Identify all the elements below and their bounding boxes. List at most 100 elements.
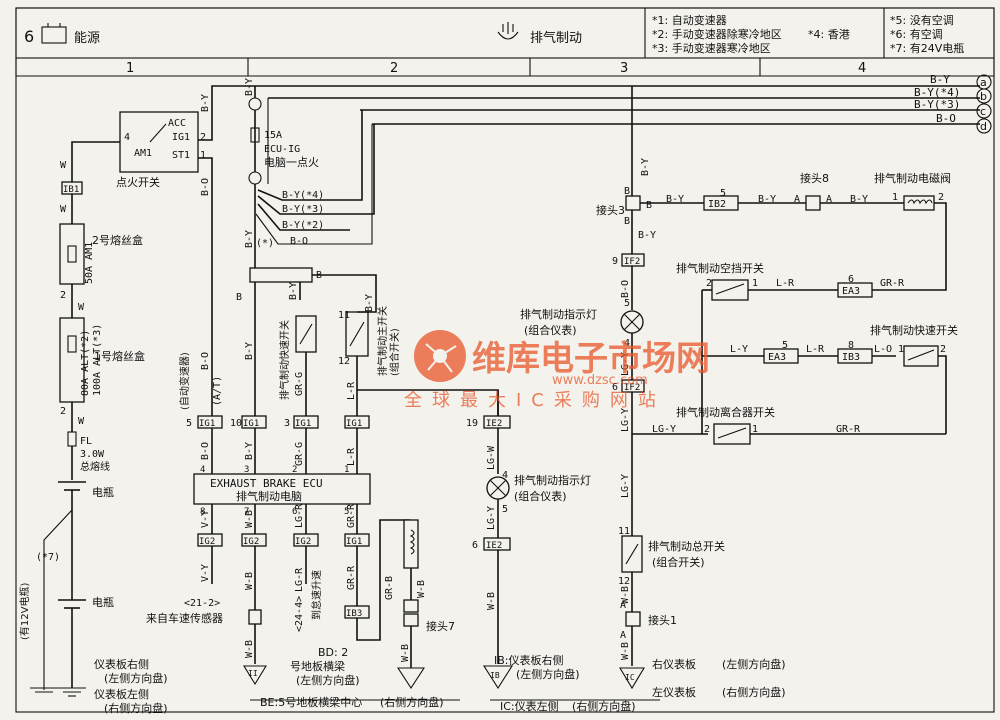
note-4: *4: 香港 xyxy=(808,28,850,41)
svg-text:A: A xyxy=(620,630,626,641)
column-4: 4 xyxy=(858,61,866,76)
svg-text:5: 5 xyxy=(720,188,726,199)
svg-text:IE2: IE2 xyxy=(486,419,502,429)
svg-text:(组合开关): (组合开关) xyxy=(388,328,401,376)
svg-text:1: 1 xyxy=(752,424,758,435)
svg-text:B-Y(*3): B-Y(*3) xyxy=(282,204,324,215)
brake-icon xyxy=(497,22,519,40)
svg-text:排气制动快速开关: 排气制动快速开关 xyxy=(278,320,291,400)
svg-text:11: 11 xyxy=(618,526,630,537)
svg-text:IG1: IG1 xyxy=(346,537,362,547)
svg-text:1: 1 xyxy=(344,465,349,475)
svg-text:B-Y: B-Y xyxy=(638,230,656,241)
indicator-branch: IE2 19 LG-W 4 排气制动指示灯 (组合仪表) LG-Y 5 IE2 … xyxy=(466,390,636,713)
svg-text:电瓶: 电瓶 xyxy=(92,595,114,609)
svg-text:W-B: W-B xyxy=(620,642,631,660)
svg-text:接头3: 接头3 xyxy=(596,204,625,217)
svg-text:6: 6 xyxy=(612,382,618,393)
power-supply: ACC IG1 AM1 ST1 点火开关 4 2 1 W IB1 W 2号熔丝盒… xyxy=(18,111,206,697)
note-1: *1: 自动变速器 xyxy=(652,13,727,27)
svg-text:8: 8 xyxy=(200,507,205,517)
svg-text:4: 4 xyxy=(502,470,508,481)
svg-text:IG2: IG2 xyxy=(199,537,215,547)
svg-text:(组合仪表): (组合仪表) xyxy=(514,489,567,503)
svg-text:LG-Y: LG-Y xyxy=(486,506,497,530)
svg-text:2: 2 xyxy=(706,278,712,289)
ecu-block: (自动变速器) (A/T) B-O IG1 5 B-O B-Y IG1 10 B… xyxy=(146,282,499,690)
svg-text:(右侧方向盘): (右侧方向盘) xyxy=(722,685,786,699)
note-5: *5: 没有空调 xyxy=(890,13,954,27)
svg-text:LG-R: LG-R xyxy=(294,503,305,528)
svg-text:排气制动快速开关: 排气制动快速开关 xyxy=(870,323,958,337)
svg-text:IB1: IB1 xyxy=(63,185,79,195)
exhaust-brake-ecu xyxy=(193,473,371,505)
watermark: 维库电子市场网 www.dzsc.com 全球最大IC采购网站 xyxy=(404,330,710,411)
svg-text:接头8: 接头8 xyxy=(800,172,829,185)
svg-text:2号熔丝盒: 2号熔丝盒 xyxy=(92,233,143,247)
rail-letter-c: c xyxy=(980,105,986,118)
svg-text:W: W xyxy=(60,160,67,171)
svg-text:LG-Y: LG-Y xyxy=(620,408,631,432)
svg-text:IC: IC xyxy=(625,673,635,682)
note-6: *6: 有空调 xyxy=(890,27,943,41)
ground-labels-left: 仪表板右侧 (左侧方向盘) 仪表板左侧 (右侧方向盘) BD: 2 号地板横梁 … xyxy=(94,646,444,715)
svg-text:8: 8 xyxy=(848,340,854,351)
svg-text:IG1: IG1 xyxy=(243,419,259,429)
svg-text:3: 3 xyxy=(284,418,290,429)
svg-text:BE:5号地板横梁中心: BE:5号地板横梁中心 xyxy=(260,695,362,709)
svg-text:GR-B: GR-B xyxy=(384,576,395,600)
svg-text:IC:仪表左侧: IC:仪表左侧 xyxy=(500,699,559,713)
svg-text:B-O: B-O xyxy=(620,280,631,298)
svg-text:排气制动离合器开关: 排气制动离合器开关 xyxy=(676,405,775,419)
svg-text:B-Y: B-Y xyxy=(244,342,255,360)
svg-text:1: 1 xyxy=(898,344,904,355)
svg-text:<21-2>: <21-2> xyxy=(184,598,220,609)
svg-text:4: 4 xyxy=(200,465,205,475)
svg-text:仪表板左侧: 仪表板左侧 xyxy=(94,687,149,701)
svg-text:1号熔丝盒: 1号熔丝盒 xyxy=(94,349,145,363)
svg-text:B-Y: B-Y xyxy=(758,194,776,205)
section-brake-title: 排气制动 xyxy=(530,30,582,46)
svg-text:IB3: IB3 xyxy=(346,609,362,619)
svg-text:12: 12 xyxy=(338,356,350,367)
svg-text:B-Y: B-Y xyxy=(200,94,211,112)
svg-text:总熔线: 总熔线 xyxy=(80,460,110,473)
svg-text:11: 11 xyxy=(338,310,350,321)
svg-text:50A AM1: 50A AM1 xyxy=(84,242,95,284)
svg-text:3.0W: 3.0W xyxy=(80,449,105,460)
svg-text:B-Y: B-Y xyxy=(244,442,255,460)
ignition-switch xyxy=(119,111,199,173)
svg-text:2: 2 xyxy=(940,344,946,355)
svg-text:B-Y: B-Y xyxy=(288,282,299,300)
rail-letter-d: d xyxy=(980,120,987,133)
header: 6 能源 排气制动 *1: 自动变速器 *2: 手动变速器除寒冷地区 *3: 手… xyxy=(15,7,995,59)
svg-text:IG2: IG2 xyxy=(295,537,311,547)
svg-text:6: 6 xyxy=(292,507,297,517)
svg-text:4: 4 xyxy=(124,132,130,143)
svg-text:IG1: IG1 xyxy=(199,419,215,429)
rail-letter-b: b xyxy=(980,90,987,103)
column-1: 1 xyxy=(126,61,134,76)
svg-text:ACC: ACC xyxy=(168,118,186,129)
svg-text:(自动变速器): (自动变速器) xyxy=(178,352,191,410)
svg-text:B: B xyxy=(236,292,242,303)
svg-text:IB: IB xyxy=(490,671,500,680)
column-2: 2 xyxy=(390,61,398,76)
svg-text:1: 1 xyxy=(752,278,758,289)
svg-text:W: W xyxy=(60,204,67,215)
svg-text:W-B: W-B xyxy=(244,640,255,658)
svg-text:2: 2 xyxy=(292,465,297,475)
svg-text:FL: FL xyxy=(80,436,92,447)
svg-text:IB2: IB2 xyxy=(708,199,726,210)
svg-text:L-O: L-O xyxy=(874,344,892,355)
rail-label-c: B-Y(*3) xyxy=(914,98,960,111)
svg-text:IG2: IG2 xyxy=(243,537,259,547)
svg-text:2: 2 xyxy=(704,424,710,435)
svg-text:12: 12 xyxy=(618,576,630,587)
svg-text:接头7: 接头7 xyxy=(426,620,455,633)
svg-text:IF2: IF2 xyxy=(624,257,640,267)
svg-text:W-B: W-B xyxy=(244,510,255,528)
svg-text:(左侧方向盘): (左侧方向盘) xyxy=(104,671,168,685)
note-7: *7: 有24V电瓶 xyxy=(890,41,964,55)
ecu-feed: B-Y B-O B-Y 15A ECU-IG 电脑一点火 B-Y (*) B-Y… xyxy=(198,78,377,410)
